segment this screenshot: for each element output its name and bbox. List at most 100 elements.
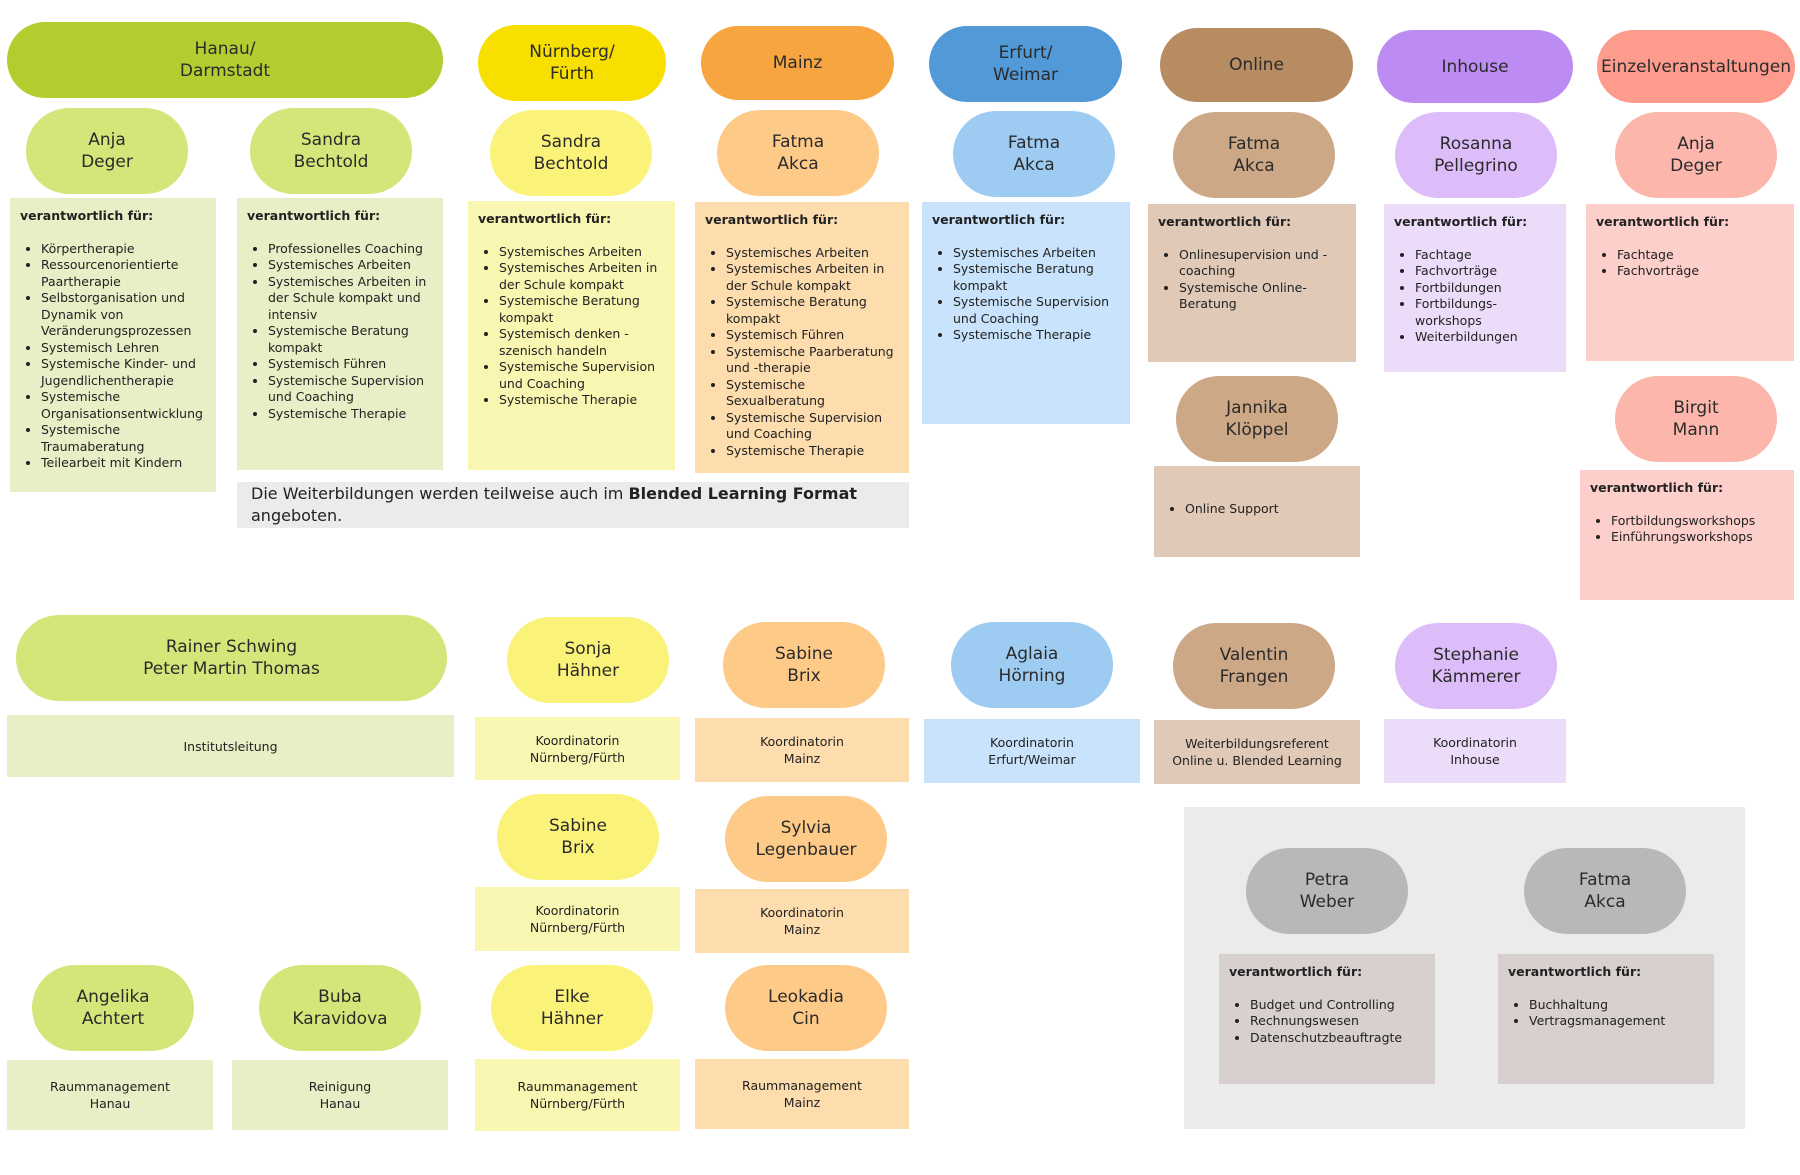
responsibility-item: Fortbildungs-workshops bbox=[1415, 296, 1560, 329]
responsibility-item: Systemische Online-Beratung bbox=[1179, 280, 1350, 313]
person-buba-karavidova: Buba Karavidova bbox=[259, 965, 421, 1051]
responsibility-header: verantwortlich für: bbox=[478, 211, 612, 226]
responsibility-item: Fachtage bbox=[1617, 247, 1788, 264]
responsibility-header: verantwortlich für: bbox=[1158, 214, 1292, 229]
person-sabine-brix-mainz: Sabine Brix bbox=[723, 622, 885, 708]
responsibility-box-rosanna-pellegrino: verantwortlich für: FachtageFachvorträge… bbox=[1384, 204, 1566, 372]
responsibility-item: Datenschutzbeauftragte bbox=[1250, 1030, 1429, 1047]
person-fatma-akca-mainz: Fatma Akca bbox=[717, 110, 879, 196]
person-aglaia-hoerning: Aglaia Hörning bbox=[951, 622, 1113, 708]
person-jannika-kloeppel: Jannika Klöppel bbox=[1176, 376, 1338, 462]
responsibility-item: Systemische Supervision und Coaching bbox=[268, 373, 437, 406]
responsibility-list: Systemisches ArbeitenSystemisches Arbeit… bbox=[468, 244, 675, 409]
responsibility-list: FortbildungsworkshopsEinführungsworkshop… bbox=[1580, 513, 1794, 546]
person-fatma-akca-erfurt: Fatma Akca bbox=[953, 111, 1115, 197]
responsibility-item: Systemische Therapie bbox=[726, 443, 903, 460]
blended-learning-emphasis: Blended Learning Format bbox=[628, 484, 858, 503]
role-box-leokadia-cin: Raummanagement Mainz bbox=[695, 1059, 909, 1129]
responsibility-header: verantwortlich für: bbox=[1394, 214, 1528, 229]
responsibility-box-petra-weber: verantwortlich für: Budget und Controlli… bbox=[1219, 954, 1435, 1084]
person-fatma-akca-admin: Fatma Akca bbox=[1524, 848, 1686, 934]
responsibility-item: Systemische Beratung kompakt bbox=[953, 261, 1124, 294]
responsibility-item: Rechnungswesen bbox=[1250, 1013, 1429, 1030]
responsibility-box-anja-deger-einzel: verantwortlich für: FachtageFachvorträge bbox=[1586, 204, 1794, 361]
person-anja-deger-einzel: Anja Deger bbox=[1615, 112, 1777, 198]
responsibility-item: Budget und Controlling bbox=[1250, 997, 1429, 1014]
responsibility-item: Systemische Beratung kompakt bbox=[726, 294, 903, 327]
person-angelika-achtert: Angelika Achtert bbox=[32, 965, 194, 1051]
responsibility-header: verantwortlich für: bbox=[1590, 480, 1724, 495]
responsibility-box-sandra-bechtold-nuernberg: verantwortlich für: Systemisches Arbeite… bbox=[468, 201, 675, 470]
responsibility-item: Systemische Therapie bbox=[953, 327, 1124, 344]
responsibility-item: Systemisch Führen bbox=[726, 327, 903, 344]
responsibility-item: Online Support bbox=[1185, 501, 1354, 518]
role-box-sylvia-legenbauer: Koordinatorin Mainz bbox=[695, 889, 909, 953]
responsibility-box-fatma-akca-online: verantwortlich für: Onlinesupervision un… bbox=[1148, 204, 1356, 362]
responsibility-item: Systemisches Arbeiten in der Schule komp… bbox=[726, 261, 903, 294]
responsibility-item: Systemische Traumaberatung bbox=[41, 422, 210, 455]
person-sandra-bechtold: Sandra Bechtold bbox=[250, 108, 412, 194]
role-box-institutsleitung: Institutsleitung bbox=[7, 715, 454, 777]
responsibility-item: Systemische Therapie bbox=[268, 406, 437, 423]
person-anja-deger: Anja Deger bbox=[26, 108, 188, 194]
responsibility-item: Systemisch denken - szenisch handeln bbox=[499, 326, 669, 359]
person-leokadia-cin: Leokadia Cin bbox=[725, 965, 887, 1051]
region-header-mainz: Mainz bbox=[701, 26, 894, 100]
blended-learning-note: Die Weiterbildungen werden teilweise auc… bbox=[237, 482, 909, 528]
responsibility-item: Fortbildungen bbox=[1415, 280, 1560, 297]
responsibility-list: KörpertherapieRessourcenorientierte Paar… bbox=[10, 241, 216, 472]
responsibility-list: Systemisches ArbeitenSystemisches Arbeit… bbox=[695, 245, 909, 460]
responsibility-list: Professionelles CoachingSystemisches Arb… bbox=[237, 241, 443, 423]
person-birgit-mann: Birgit Mann bbox=[1615, 376, 1777, 462]
responsibility-box-jannika-kloeppel: Online Support bbox=[1154, 466, 1360, 557]
person-rosanna-pellegrino: Rosanna Pellegrino bbox=[1395, 112, 1557, 198]
region-header-erfurt: Erfurt/ Weimar bbox=[929, 26, 1122, 102]
responsibility-list: Budget und ControllingRechnungswesenDate… bbox=[1219, 997, 1435, 1047]
responsibility-header: verantwortlich für: bbox=[1508, 964, 1642, 979]
responsibility-item: Systemische Paarberatung und -therapie bbox=[726, 344, 903, 377]
responsibility-list: FachtageFachvorträgeFortbildungenFortbil… bbox=[1384, 247, 1566, 346]
person-sandra-bechtold-nuernberg: Sandra Bechtold bbox=[490, 110, 652, 196]
region-header-hanau: Hanau/ Darmstadt bbox=[7, 22, 443, 98]
responsibility-list: Online Support bbox=[1154, 501, 1360, 518]
responsibility-item: Onlinesupervision und -coaching bbox=[1179, 247, 1350, 280]
role-box-elke-haehner: Raummanagement Nürnberg/Fürth bbox=[475, 1059, 680, 1131]
responsibility-item: Systemisch Führen bbox=[268, 356, 437, 373]
responsibility-item: Systemische Beratung kompakt bbox=[499, 293, 669, 326]
responsibility-item: Ressourcenorientierte Paartherapie bbox=[41, 257, 210, 290]
responsibility-item: Fachvorträge bbox=[1415, 263, 1560, 280]
person-institutsleitung: Rainer Schwing Peter Martin Thomas bbox=[16, 615, 447, 701]
responsibility-box-fatma-akca-erfurt: verantwortlich für: Systemisches Arbeite… bbox=[922, 202, 1130, 424]
responsibility-list: Systemisches ArbeitenSystemische Beratun… bbox=[922, 245, 1130, 344]
responsibility-item: Systemisch Lehren bbox=[41, 340, 210, 357]
role-box-sabine-brix-mainz: Koordinatorin Mainz bbox=[695, 718, 909, 782]
person-fatma-akca-online: Fatma Akca bbox=[1173, 112, 1335, 198]
responsibility-item: Fachvorträge bbox=[1617, 263, 1788, 280]
person-sonja-haehner: Sonja Hähner bbox=[507, 617, 669, 703]
responsibility-box-fatma-akca-mainz: verantwortlich für: Systemisches Arbeite… bbox=[695, 202, 909, 473]
responsibility-header: verantwortlich für: bbox=[705, 212, 839, 227]
person-sabine-brix-nuernberg: Sabine Brix bbox=[497, 794, 659, 880]
responsibility-item: Systemisches Arbeiten in der Schule komp… bbox=[499, 260, 669, 293]
region-header-online: Online bbox=[1160, 28, 1353, 102]
responsibility-item: Systemisches Arbeiten bbox=[726, 245, 903, 262]
responsibility-item: Buchhaltung bbox=[1529, 997, 1708, 1014]
person-sylvia-legenbauer: Sylvia Legenbauer bbox=[725, 796, 887, 882]
responsibility-item: Systemisches Arbeiten bbox=[953, 245, 1124, 262]
person-petra-weber: Petra Weber bbox=[1246, 848, 1408, 934]
responsibility-item: Systemisches Arbeiten bbox=[499, 244, 669, 261]
responsibility-item: Systemisches Arbeiten in der Schule komp… bbox=[268, 274, 437, 324]
responsibility-box-sandra-bechtold: verantwortlich für: Professionelles Coac… bbox=[237, 198, 443, 470]
responsibility-item: Systemisches Arbeiten bbox=[268, 257, 437, 274]
responsibility-item: Weiterbildungen bbox=[1415, 329, 1560, 346]
responsibility-item: Fachtage bbox=[1415, 247, 1560, 264]
responsibility-item: Systemische Supervision und Coaching bbox=[953, 294, 1124, 327]
responsibility-header: verantwortlich für: bbox=[1596, 214, 1730, 229]
responsibility-item: Systemische Sexualberatung bbox=[726, 377, 903, 410]
responsibility-header: verantwortlich für: bbox=[247, 208, 381, 223]
responsibility-item: Einführungsworkshops bbox=[1611, 529, 1788, 546]
responsibility-header: verantwortlich für: bbox=[1229, 964, 1363, 979]
responsibility-box-anja-deger: verantwortlich für: KörpertherapieRessou… bbox=[10, 198, 216, 492]
region-header-nuernberg: Nürnberg/ Fürth bbox=[478, 25, 666, 101]
role-box-buba-karavidova: Reinigung Hanau bbox=[232, 1060, 448, 1130]
